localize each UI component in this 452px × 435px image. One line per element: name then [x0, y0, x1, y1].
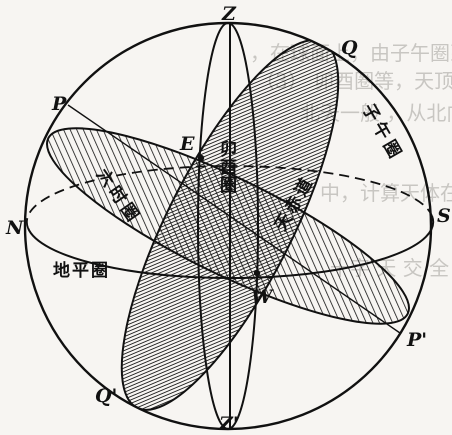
- label-south: S: [437, 205, 451, 227]
- label-north: N: [5, 217, 24, 239]
- east-point-dot: [198, 155, 204, 161]
- label-equator-top: Q: [341, 37, 358, 59]
- west-point-dot: [254, 270, 260, 276]
- prime-vertical-label: 卯酉圈: [216, 140, 237, 194]
- label-east: E: [179, 133, 195, 155]
- bleed-line-4: 中，计算天体在: [320, 181, 452, 205]
- label-nadir: Z': [218, 413, 239, 435]
- label-zenith: Z: [221, 3, 237, 25]
- label-west: W: [251, 286, 274, 308]
- label-north-pole: P: [51, 93, 67, 115]
- horizon-label: 地平圈: [53, 260, 110, 281]
- label-equator-bottom: Q': [95, 385, 117, 407]
- label-south-pole: P': [406, 329, 427, 351]
